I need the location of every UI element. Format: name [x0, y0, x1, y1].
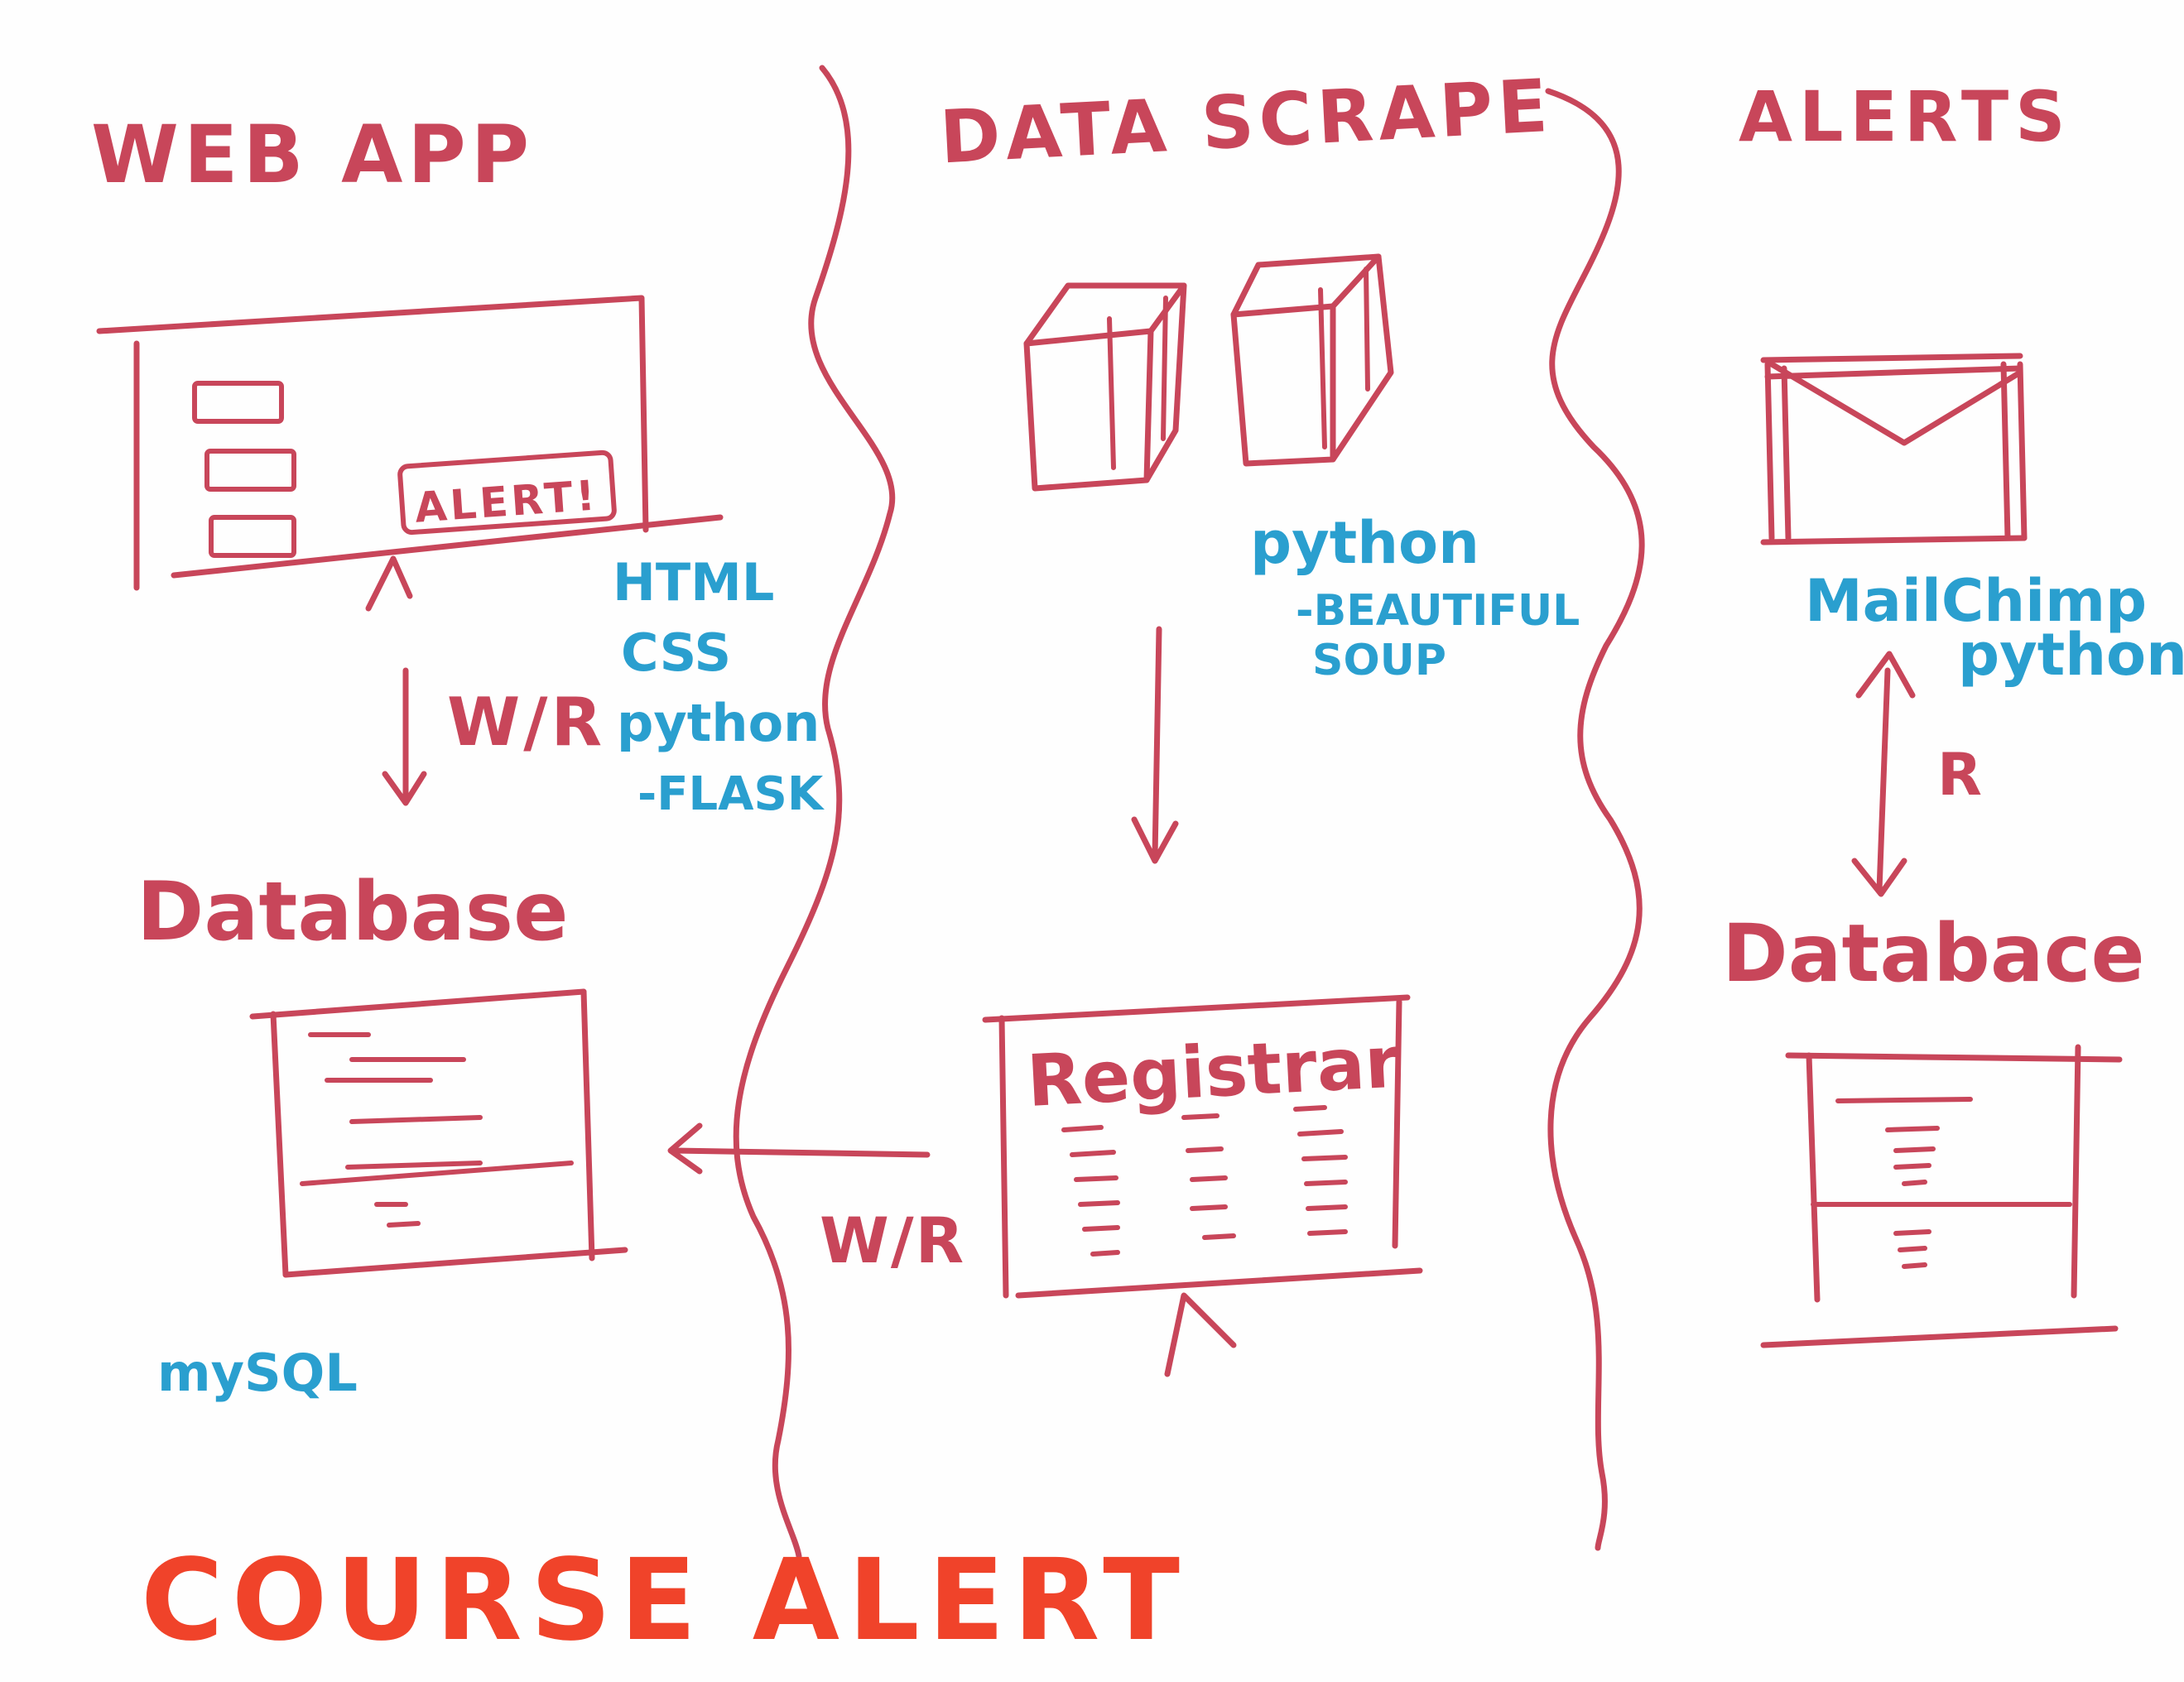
data-scrape-tech-soup: SOUP: [1312, 636, 1446, 685]
section-header-alerts: ALERTS: [1739, 76, 2072, 157]
alerts-edge-label: R: [1937, 741, 1982, 809]
data-scrape-tech-beautiful: -BEAUTIFUL: [1296, 586, 1580, 636]
web-app-tech-css: CSS: [621, 622, 731, 683]
registrar-screen: [982, 994, 1423, 1377]
screen-list-item: [209, 515, 296, 558]
data-scrape-tech-python: python: [1250, 509, 1479, 577]
screen-list-item: [192, 381, 284, 424]
web-app-tech-html: HTML: [613, 552, 774, 613]
diagram-title: COURSE ALERT: [141, 1535, 1188, 1666]
alerts-database-bidirectional-arrow: [1851, 651, 1916, 897]
registrar-to-database-arrow: [667, 1122, 931, 1175]
alerts-tech-mailchimp: MailChimp: [1805, 567, 2147, 635]
alerts-database-label: Databace: [1722, 907, 2145, 1000]
data-scrape-edge-label: W/R: [820, 1204, 965, 1277]
web-app-screen: ALERT!: [96, 295, 724, 612]
divider-right: [1545, 88, 1645, 1551]
web-app-tech-python: python: [617, 693, 820, 753]
web-app-database-label: Database: [137, 865, 569, 959]
section-header-data-scrape: DATA SCRAPE: [938, 63, 1555, 180]
web-app-database-table: [249, 988, 628, 1278]
divider-left: [733, 65, 896, 1559]
scrape-to-registrar-arrow: [1131, 626, 1179, 864]
book-icon: [1230, 253, 1394, 467]
mail-icon: [1760, 353, 2028, 545]
web-app-tech-flask: -FLASK: [637, 767, 825, 821]
web-app-edge-label: W/R: [447, 684, 605, 761]
monitor-stand: [365, 555, 413, 612]
alerts-database-table: [1760, 1044, 2123, 1348]
registrar-stand: [1164, 1292, 1237, 1377]
screen-list-item: [204, 449, 296, 492]
book-icon: [1023, 282, 1187, 492]
registrar-label: Registrar: [1025, 1021, 1402, 1122]
alerts-tech-python: python: [1958, 621, 2184, 689]
web-app-database-tech: mySQL: [157, 1343, 358, 1403]
web-app-to-database-arrow: [382, 667, 427, 806]
alert-badge: [397, 449, 617, 536]
section-header-web-app: WEB APP: [91, 108, 534, 201]
